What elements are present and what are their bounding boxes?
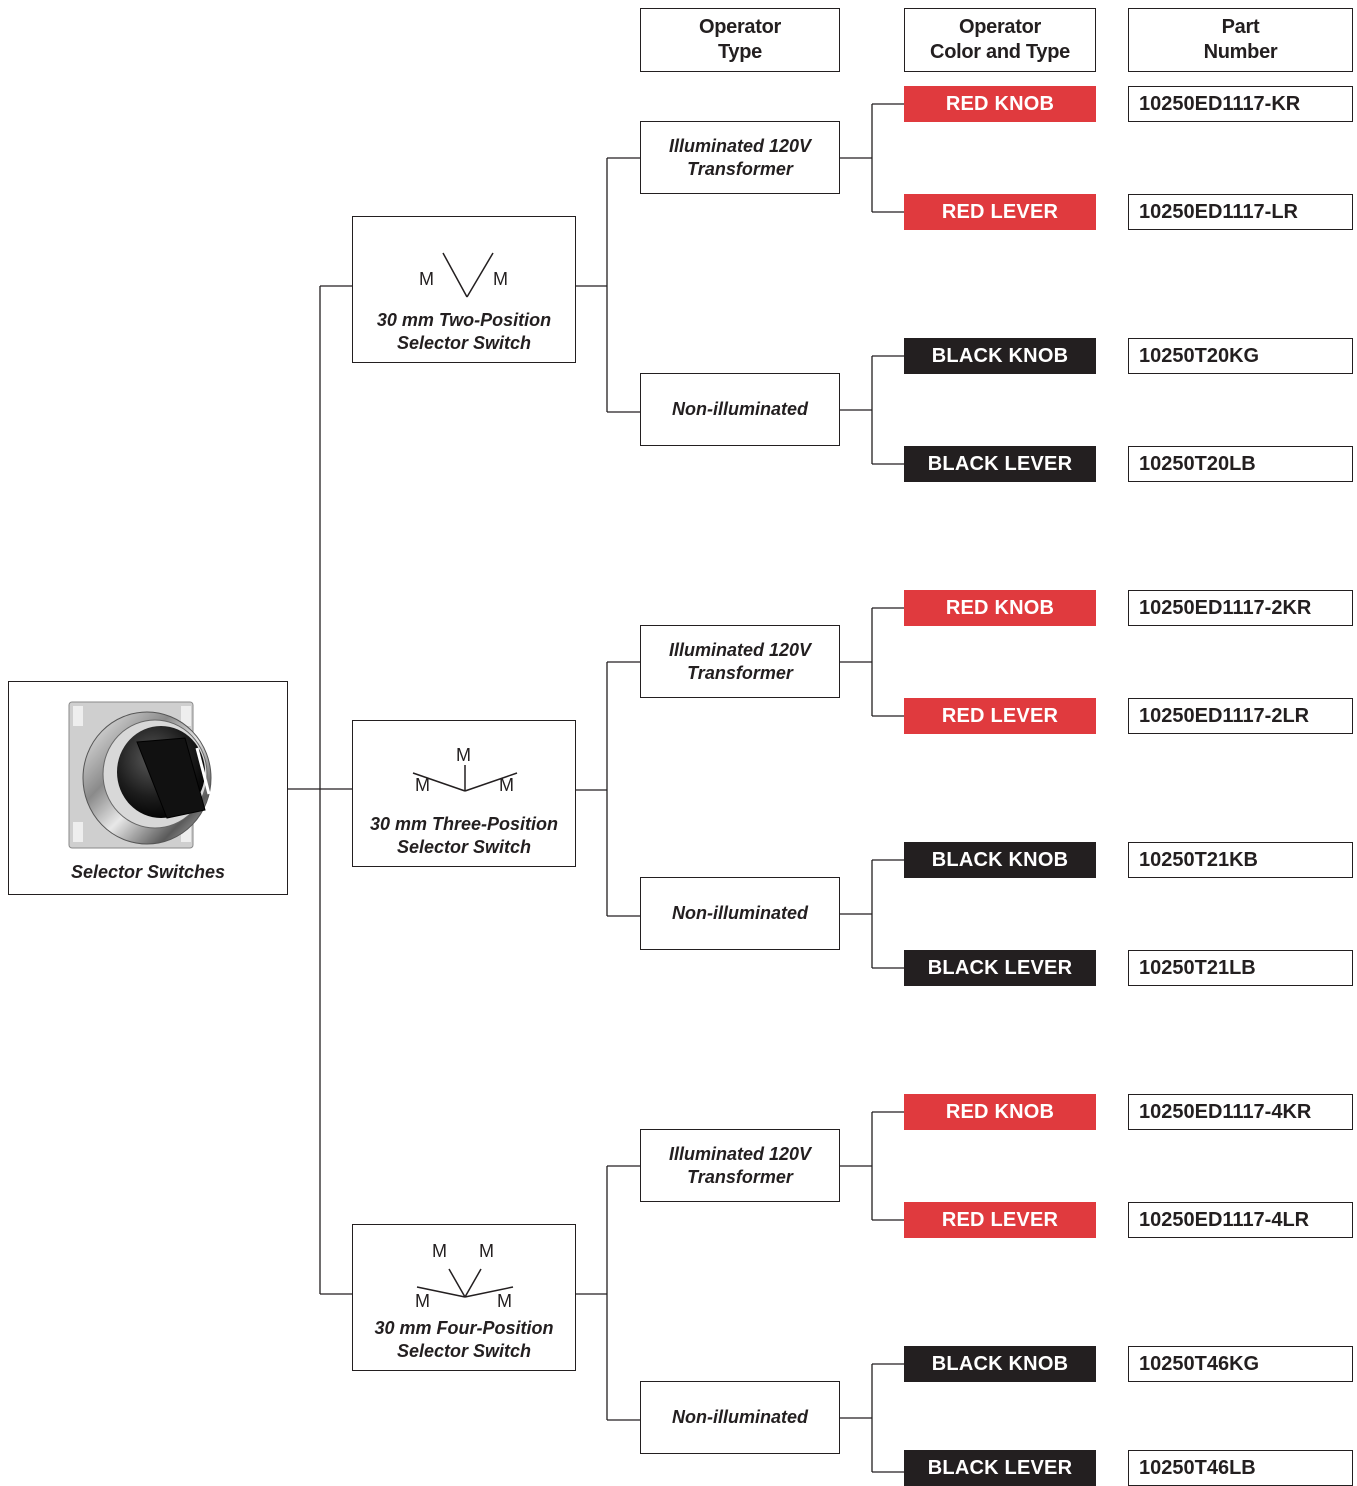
color-option: RED LEVER xyxy=(904,698,1096,734)
color-option: RED KNOB xyxy=(904,86,1096,122)
two-position-symbol: M M xyxy=(419,252,508,298)
symbol-letter: M xyxy=(419,269,434,289)
operator-type-non-illuminated: Non-illuminated xyxy=(640,877,840,950)
header-part-number: Part Number xyxy=(1128,8,1353,72)
part-number: 10250ED1117-4KR xyxy=(1128,1094,1353,1130)
symbol-letter: M xyxy=(493,269,508,289)
part-number: 10250T46KG xyxy=(1128,1346,1353,1382)
operator-type-illuminated: Illuminated 120V Transformer xyxy=(640,1129,840,1202)
color-option: RED LEVER xyxy=(904,194,1096,230)
color-option: RED KNOB xyxy=(904,1094,1096,1130)
symbol-letter: M xyxy=(479,1241,494,1261)
operator-type-non-illuminated: Non-illuminated xyxy=(640,1381,840,1454)
part-number: 10250T20LB xyxy=(1128,446,1353,482)
header-operator-type: Operator Type xyxy=(640,8,840,72)
switch-three-position: M M M 30 mm Three-Position Selector Swit… xyxy=(352,720,576,867)
selector-switch-photo xyxy=(68,701,212,849)
color-option: BLACK KNOB xyxy=(904,1346,1096,1382)
color-option: BLACK LEVER xyxy=(904,446,1096,482)
symbol-letter: M xyxy=(415,1291,430,1311)
color-option: BLACK KNOB xyxy=(904,338,1096,374)
part-number: 10250T46LB xyxy=(1128,1450,1353,1486)
three-position-symbol: M M M xyxy=(412,745,518,795)
symbol-letter: M xyxy=(499,775,514,795)
color-option: BLACK LEVER xyxy=(904,1450,1096,1486)
operator-type-non-illuminated: Non-illuminated xyxy=(640,373,840,446)
part-number: 10250T20KG xyxy=(1128,338,1353,374)
part-number: 10250ED1117-4LR xyxy=(1128,1202,1353,1238)
color-option: BLACK LEVER xyxy=(904,950,1096,986)
symbol-letter: M xyxy=(456,745,471,765)
switch-four-position: M M M M 30 mm Four-Position Selector Swi… xyxy=(352,1224,576,1371)
root-label: Selector Switches xyxy=(70,862,226,882)
part-number: 10250T21KB xyxy=(1128,842,1353,878)
header-operator-color-and-type: Operator Color and Type xyxy=(904,8,1096,72)
symbol-letter: M xyxy=(497,1291,512,1311)
color-option: BLACK KNOB xyxy=(904,842,1096,878)
operator-type-illuminated: Illuminated 120V Transformer xyxy=(640,121,840,194)
switch-label: 30 mm Four-Position Selector Switch xyxy=(374,1318,554,1361)
operator-type-illuminated: Illuminated 120V Transformer xyxy=(640,625,840,698)
root-node-selector-switches: Selector Switches xyxy=(8,681,288,895)
part-number: 10250ED1117-KR xyxy=(1128,86,1353,122)
symbol-letter: M xyxy=(415,775,430,795)
four-position-symbol: M M M M xyxy=(415,1241,514,1311)
switch-label: 30 mm Two-Position Selector Switch xyxy=(376,310,552,353)
symbol-letter: M xyxy=(432,1241,447,1261)
switch-label: 30 mm Three-Position Selector Switch xyxy=(369,814,559,857)
color-option: RED LEVER xyxy=(904,1202,1096,1238)
part-number: 10250ED1117-LR xyxy=(1128,194,1353,230)
part-number: 10250T21LB xyxy=(1128,950,1353,986)
part-number: 10250ED1117-2LR xyxy=(1128,698,1353,734)
color-option: RED KNOB xyxy=(904,590,1096,626)
part-number: 10250ED1117-2KR xyxy=(1128,590,1353,626)
switch-two-position: M M 30 mm Two-Position Selector Switch xyxy=(352,216,576,363)
